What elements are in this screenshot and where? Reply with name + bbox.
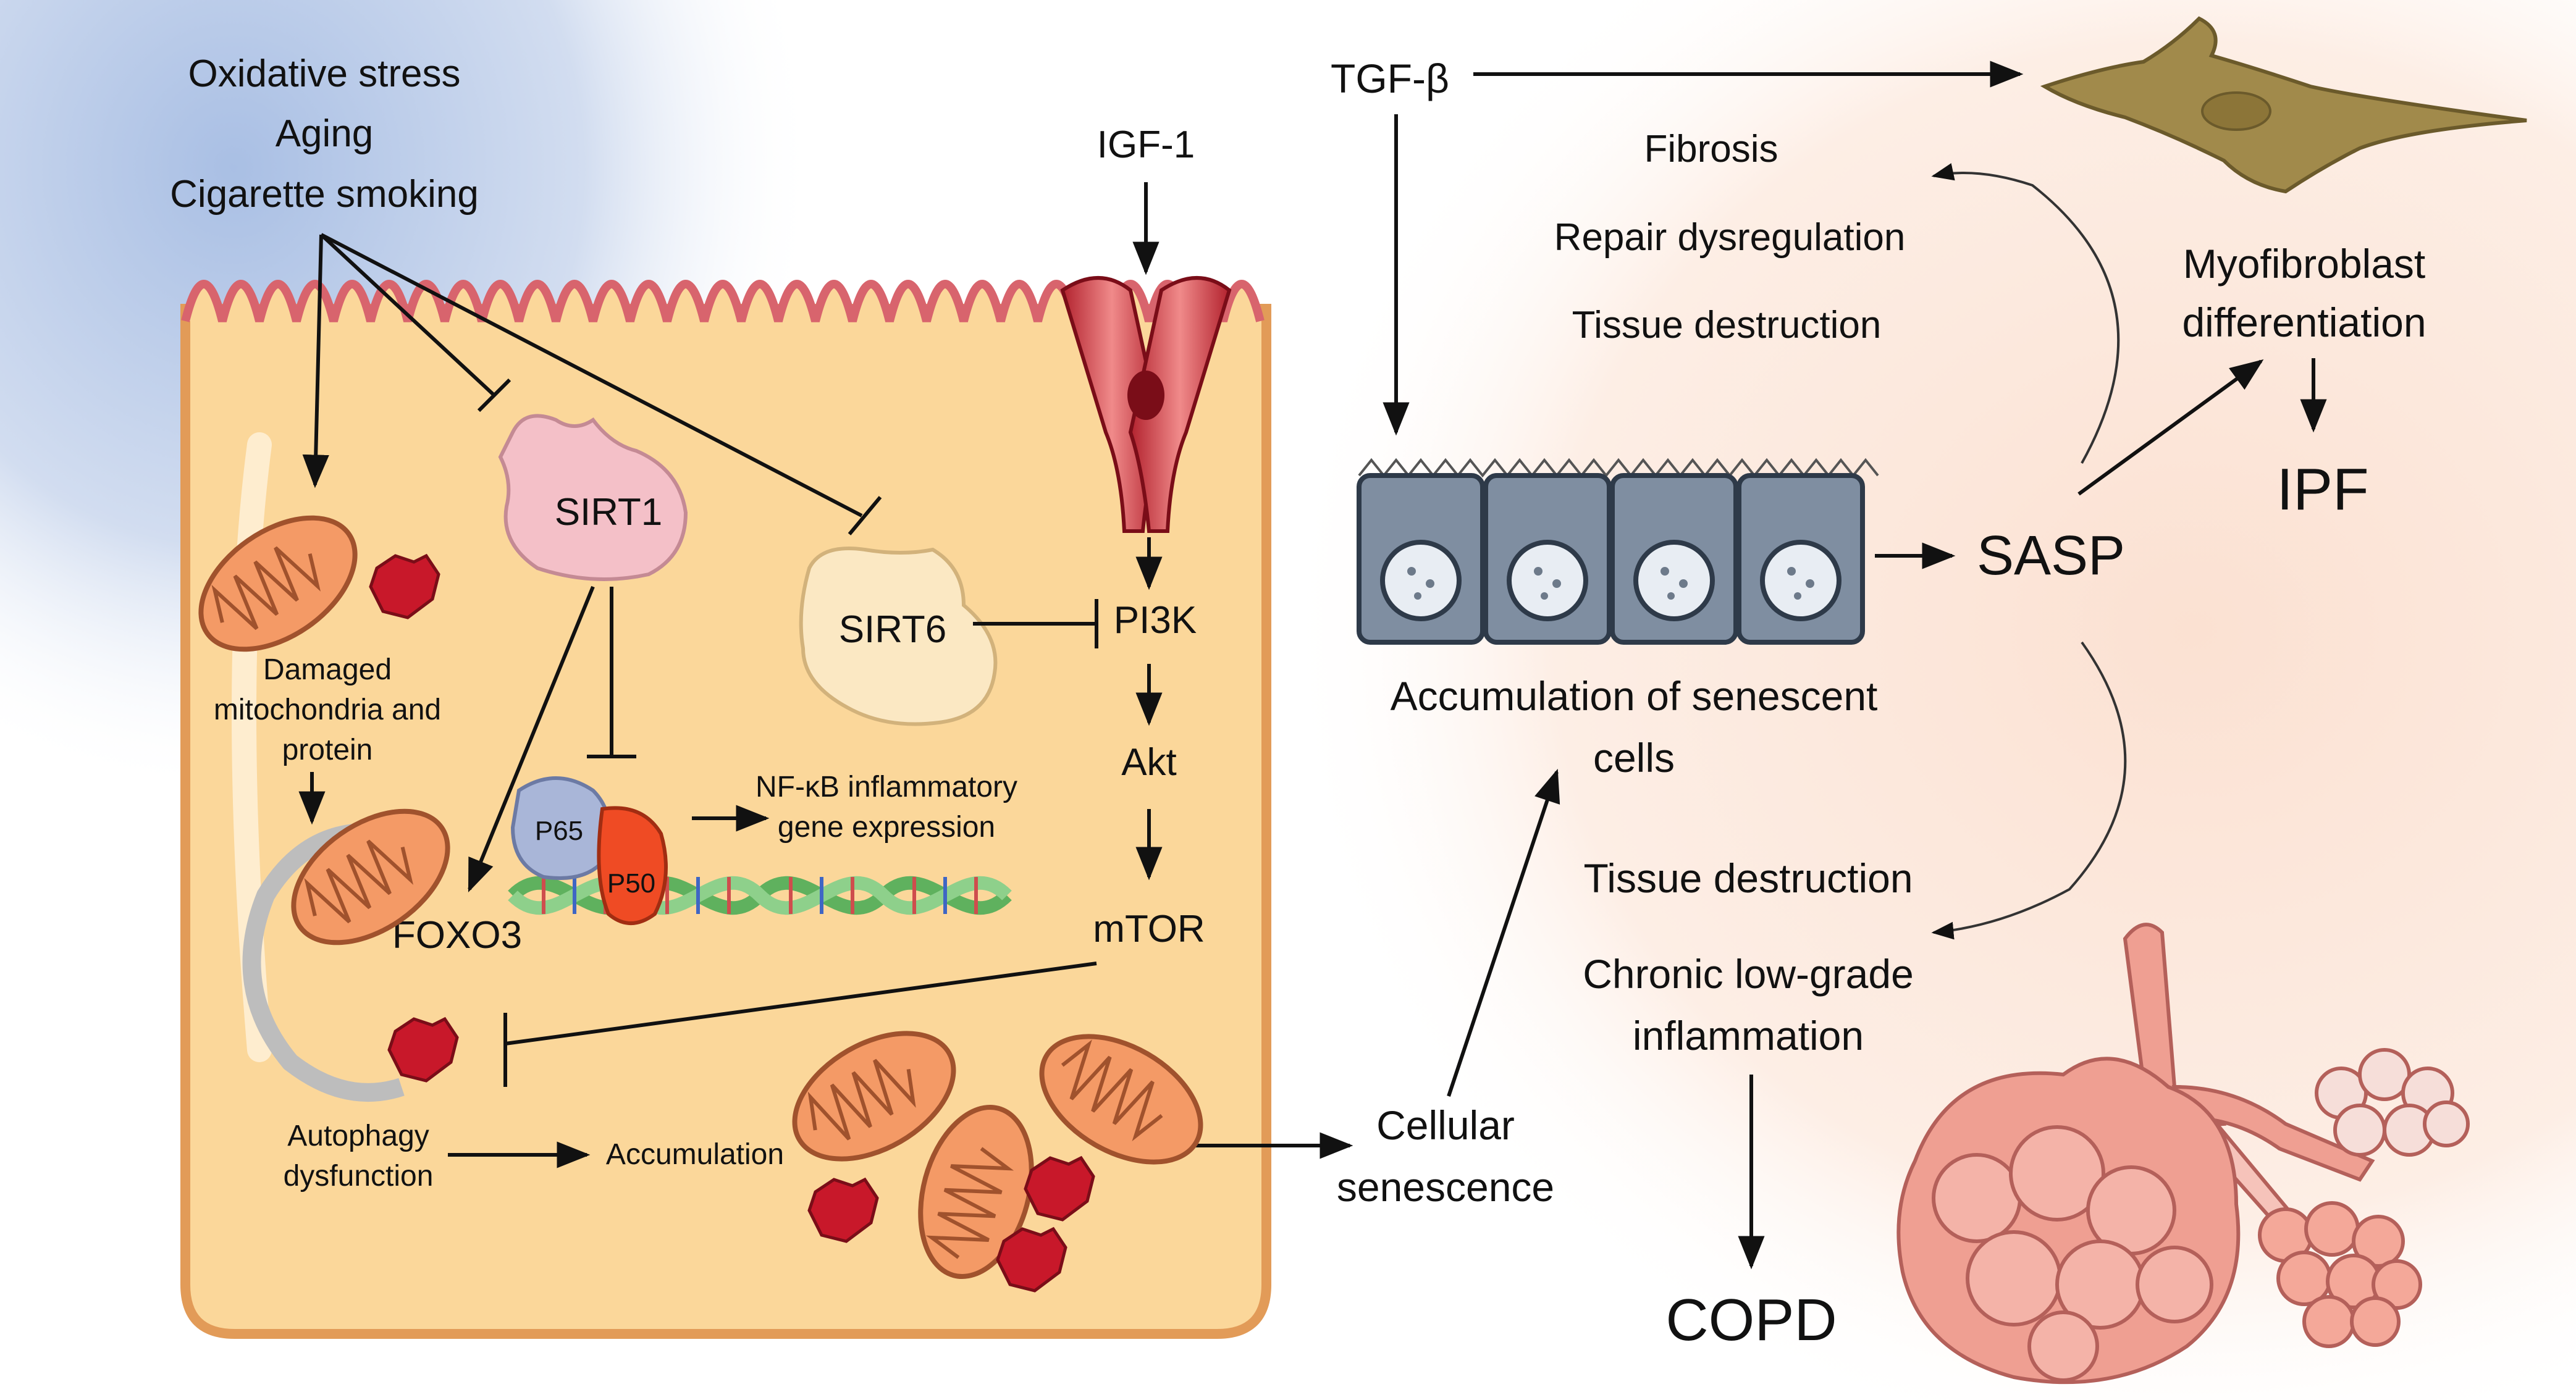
myofibroblast-cell [2040, 16, 2527, 194]
senescent-cells-line2: cells [1593, 735, 1675, 781]
cell-body [180, 304, 1271, 1339]
stressor-lines [302, 233, 882, 535]
foxo3-label: FOXO3 [392, 914, 522, 957]
sirt6-label: SIRT6 [839, 608, 947, 651]
sirt1-label: SIRT1 [555, 491, 663, 534]
cellular-senescence-line2: senescence [1337, 1164, 1554, 1210]
nfkb-line2: gene expression [778, 811, 995, 844]
lung-alveoli [1896, 923, 2470, 1385]
sasp-to-copd-curve [1931, 641, 2127, 940]
effect-chronic-line2: inflammation [1633, 1013, 1864, 1058]
dna-helix [508, 876, 1012, 915]
effect-repair-dysregulation: Repair dysregulation [1554, 216, 1906, 259]
igf1-label: IGF-1 [1097, 124, 1195, 166]
mitochondrion-damaged [198, 515, 358, 652]
p50-label: P50 [607, 868, 655, 899]
mitochondrion-cluster-2 [1039, 1034, 1203, 1165]
senescent-epithelium [1357, 458, 1879, 645]
p65-label: P65 [535, 816, 583, 846]
damaged-line1: Damaged [263, 653, 392, 686]
damaged-protein-1 [369, 553, 440, 619]
pathway-akt: Akt [1121, 741, 1177, 784]
stressor-oxidative: Oxidative stress [188, 52, 460, 95]
damaged-protein-5 [996, 1226, 1067, 1293]
damaged-protein-2 [387, 1016, 459, 1083]
nfkb-line1: NF-κB inflammatory [756, 771, 1017, 803]
sasp-to-myofibroblast-arrow [2077, 359, 2264, 496]
pathway-mtor: mTOR [1093, 908, 1205, 950]
senescent-cells-line1: Accumulation of senescent [1391, 673, 1878, 719]
ipf-label: IPF [2276, 456, 2368, 522]
copd-label: COPD [1665, 1287, 1837, 1353]
damaged-line3: protein [282, 734, 373, 766]
effect-tissue-destruction-lower: Tissue destruction [1583, 855, 1913, 901]
myofibroblast-line1: Myofibroblast [2183, 241, 2426, 287]
mitochondrion-autophagy [291, 808, 450, 945]
stressor-aging: Aging [276, 112, 374, 155]
damaged-protein-4 [1024, 1155, 1095, 1222]
autophagy-line1: Autophagy [287, 1120, 429, 1152]
effect-tissue-destruction-upper: Tissue destruction [1572, 304, 1882, 346]
myofibroblast-line2: differentiation [2182, 300, 2426, 345]
accumulation-label: Accumulation [606, 1138, 784, 1171]
tgf-beta-label: TGF-β [1331, 56, 1449, 101]
cellular-senescence-line1: Cellular [1376, 1102, 1515, 1148]
sasp-to-fibrosis-curve [1931, 163, 2120, 464]
sasp-label: SASP [1977, 525, 2125, 587]
damaged-protein-3 [807, 1177, 879, 1243]
effect-chronic-line1: Chronic low-grade [1583, 951, 1914, 997]
stressor-smoking: Cigarette smoking [170, 173, 479, 216]
senescence-up-arrow [1447, 768, 1560, 1097]
mitochondrion-cluster-1 [792, 1031, 956, 1162]
effect-fibrosis: Fibrosis [1644, 128, 1778, 170]
sirt1-protein [498, 414, 688, 581]
mitochondrion-cluster-3 [918, 1104, 1034, 1280]
pathway-arrows [298, 537, 1353, 1168]
autophagy-line2: dysfunction [284, 1160, 434, 1193]
p50-protein [597, 806, 668, 925]
myofibroblast-nucleus [2201, 91, 2271, 131]
damaged-line2: mitochondria and [214, 694, 441, 726]
pathway-pi3k: PI3K [1114, 599, 1197, 642]
igf1-receptor [1060, 276, 1232, 533]
sirt6-protein [799, 547, 998, 726]
